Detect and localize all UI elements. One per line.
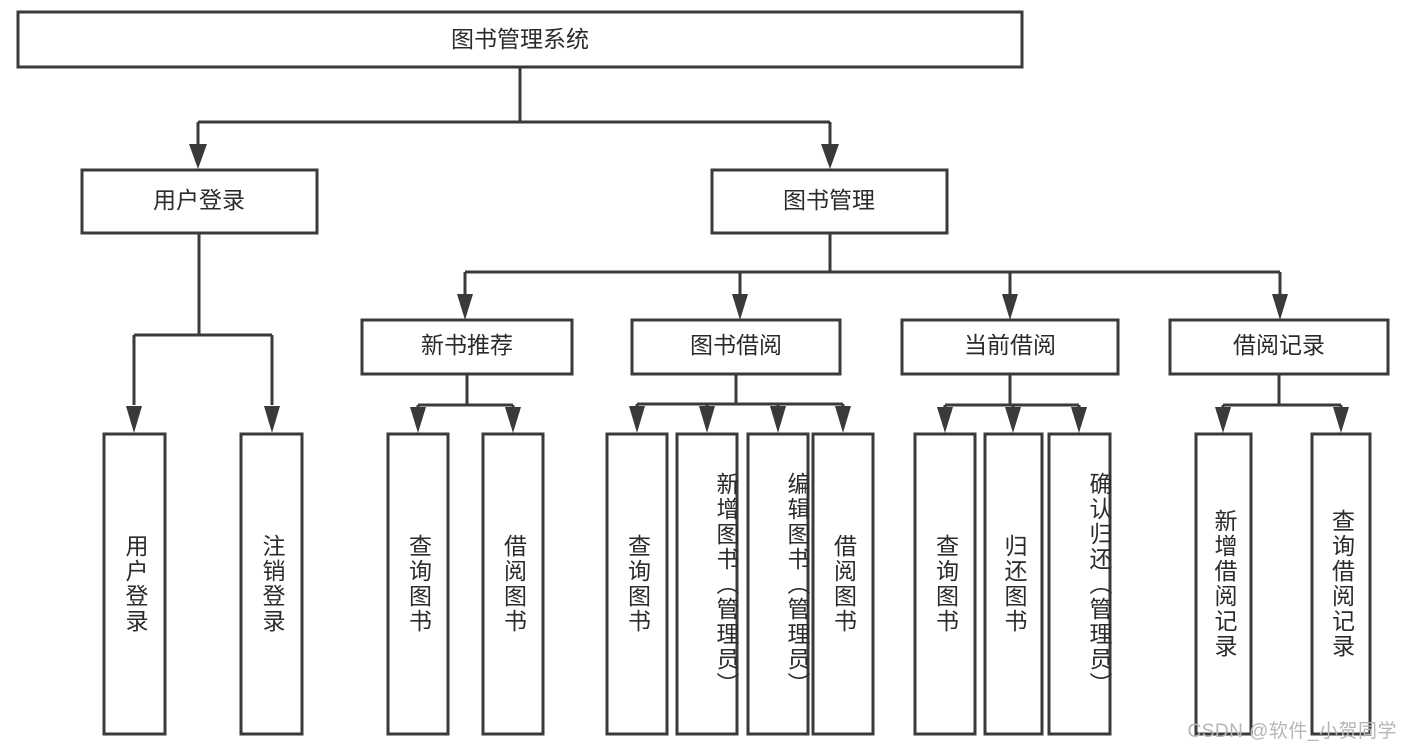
arrow-to-leaf-user-login [126,406,142,433]
leaf-borrow-book-2-box[interactable] [811,432,875,736]
leaf-query-book-1-box[interactable] [386,432,450,736]
node-book-manage-box[interactable] [710,168,949,235]
node-user-login-label: 用户登录 [153,187,245,213]
leaf-query-book-3-box[interactable] [913,432,977,736]
arrow-to-leaf-query-book-3 [937,407,953,433]
node-borrow-record[interactable]: 借阅记录 [1168,318,1390,376]
arrow-to-leaf-confirm-return [1071,407,1087,433]
leaf-query-book-2-box[interactable] [605,432,669,736]
arrow-to-leaf-add-book [699,406,715,433]
arrow-to-leaf-query-book-2 [629,406,645,433]
node-book-manage-label: 图书管理 [783,187,875,213]
edge-group-current-borrow-to-leaves [937,374,1087,433]
leaf-boxes-group [102,432,1372,736]
leaf-user-logout-box[interactable] [239,432,304,736]
node-book-borrow[interactable]: 图书借阅 [630,318,842,376]
node-borrow-record-label: 借阅记录 [1233,332,1325,358]
edge-group-book-manage-to-level3 [457,233,1288,320]
edge-book-borrow-split [635,374,845,414]
arrow-to-current-borrow [1002,294,1018,320]
node-book-manage[interactable]: 图书管理 [710,168,949,235]
node-root[interactable]: 图书管理系统 [16,10,1024,69]
leaf-query-record-box[interactable] [1310,432,1372,736]
arrow-to-borrow-record [1272,294,1288,320]
edge-borrow-record-split [1221,374,1343,415]
node-root-box[interactable] [16,10,1024,69]
node-borrow-record-box[interactable] [1168,318,1390,376]
edge-group-new-book-rec-to-leaves [410,374,521,433]
arrow-to-leaf-user-logout [264,406,280,433]
leaf-confirm-return-box[interactable] [1047,432,1112,736]
leaf-add-book-box[interactable] [675,432,739,736]
node-new-book-rec[interactable]: 新书推荐 [360,318,574,376]
node-new-book-rec-box[interactable] [360,318,574,376]
edge-group-borrow-record-to-leaves [1215,374,1349,433]
edge-new-book-rec-split [416,374,515,415]
arrow-to-leaf-borrow-book-2 [835,406,851,433]
edge-user-login-split [132,233,274,405]
edge-group-root-to-level2 [189,67,839,169]
node-user-login-box[interactable] [80,168,319,235]
arrow-to-new-book-rec [457,294,473,320]
node-new-book-rec-label: 新书推荐 [421,332,513,358]
arrow-to-leaf-query-record [1333,407,1349,433]
node-current-borrow[interactable]: 当前借阅 [900,318,1120,376]
leaf-edit-book-box[interactable] [746,432,810,736]
arrow-to-leaf-add-record [1215,407,1231,433]
csdn-watermark: CSDN @软件_小贺同学 [1187,721,1397,742]
node-book-borrow-label: 图书借阅 [690,332,782,358]
edge-group-user-login-to-leaves [126,233,280,433]
arrow-to-leaf-edit-book [770,406,786,433]
leaf-borrow-book-1-box[interactable] [481,432,545,736]
leaf-user-login-box[interactable] [102,432,167,736]
node-current-borrow-box[interactable] [900,318,1120,376]
leaf-return-book-box[interactable] [983,432,1044,736]
edge-group-book-borrow-to-leaves [629,374,851,433]
arrow-to-leaf-return-book [1005,407,1021,433]
edge-book-manage-split [463,233,1282,295]
arrow-to-book-manage [821,144,839,169]
node-book-borrow-box[interactable] [630,318,842,376]
edge-root-split [196,67,832,155]
arrow-to-leaf-query-book-1 [410,407,426,433]
node-current-borrow-label: 当前借阅 [964,332,1056,358]
node-root-label: 图书管理系统 [451,26,589,52]
node-user-login[interactable]: 用户登录 [80,168,319,235]
arrow-to-user-login [189,144,207,169]
arrow-to-book-borrow [732,294,748,320]
leaf-add-record-box[interactable] [1194,432,1253,736]
arrow-to-leaf-borrow-book-1 [505,407,521,433]
